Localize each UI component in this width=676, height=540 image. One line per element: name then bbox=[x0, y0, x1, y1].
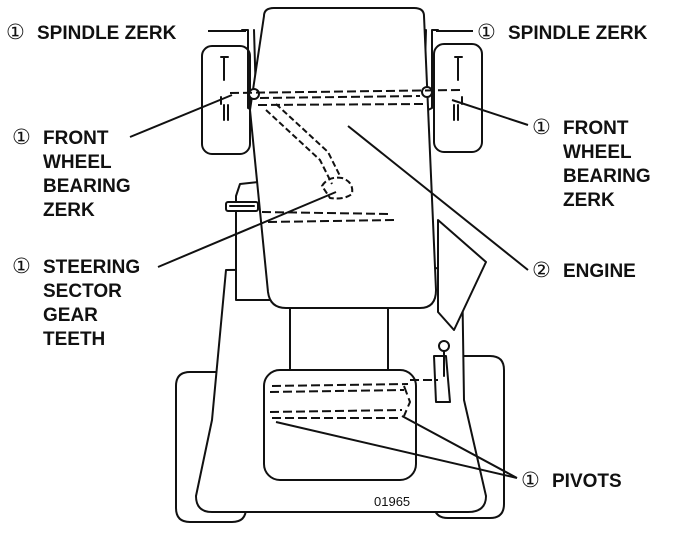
callout-label-line: ZERK bbox=[43, 200, 95, 221]
steering-sector-hidden bbox=[320, 176, 354, 200]
front-axle-hidden bbox=[229, 89, 461, 106]
front-wheel-right bbox=[433, 43, 483, 153]
callout-label-line: STEERING bbox=[43, 257, 140, 278]
callout-label-line: FRONT bbox=[563, 118, 629, 139]
callout-number: ① bbox=[532, 115, 551, 139]
callout-label: SPINDLE ZERK bbox=[37, 23, 177, 44]
hood bbox=[249, 7, 437, 309]
steering-shaft-hidden bbox=[265, 103, 341, 185]
callout-number: ① bbox=[12, 125, 31, 149]
callout-label-line: WHEEL bbox=[43, 152, 112, 173]
callout-label-line: ZERK bbox=[563, 190, 615, 211]
pivot-rods-hidden bbox=[269, 379, 438, 419]
callout-label-line: GEAR bbox=[43, 305, 98, 326]
callout-spindle-zerk-left: ① SPINDLE ZERK bbox=[6, 20, 177, 44]
callout-steering-sector-gear-teeth: ① STEERING SECTOR GEAR TEETH bbox=[12, 254, 140, 350]
discharge-chute bbox=[437, 219, 487, 331]
callout-label: PIVOTS bbox=[552, 471, 622, 492]
hydro-lever bbox=[433, 355, 451, 403]
spindle-zerk-right bbox=[421, 86, 433, 98]
front-wheel-left bbox=[201, 45, 251, 155]
callout-number: ② bbox=[532, 258, 551, 282]
callout-number: ① bbox=[6, 20, 25, 44]
callout-label: SPINDLE ZERK bbox=[508, 23, 648, 44]
callout-pivots: ① PIVOTS bbox=[521, 468, 622, 492]
callout-number: ① bbox=[477, 20, 496, 44]
callout-spindle-zerk-right: ① SPINDLE ZERK bbox=[477, 20, 648, 44]
callout-label-line: WHEEL bbox=[563, 142, 632, 163]
callout-engine: ② ENGINE bbox=[532, 258, 636, 282]
brake-rod-hidden bbox=[261, 211, 395, 223]
figure-code: 01965 bbox=[374, 494, 410, 509]
callout-front-wheel-bearing-left: ① FRONT WHEEL BEARING ZERK bbox=[12, 125, 131, 221]
spindle-zerk-left bbox=[248, 88, 260, 100]
callout-label-line: SECTOR bbox=[43, 281, 122, 302]
callout-label: ENGINE bbox=[563, 261, 636, 282]
callout-number: ① bbox=[12, 254, 31, 278]
callout-front-wheel-bearing-right: ① FRONT WHEEL BEARING ZERK bbox=[532, 115, 651, 211]
callout-label-line: BEARING bbox=[43, 176, 131, 197]
seat bbox=[263, 369, 417, 481]
callout-label-line: BEARING bbox=[563, 166, 651, 187]
callout-label-line: TEETH bbox=[43, 329, 105, 350]
callout-label-line: FRONT bbox=[43, 128, 109, 149]
callout-number: ① bbox=[521, 468, 540, 492]
